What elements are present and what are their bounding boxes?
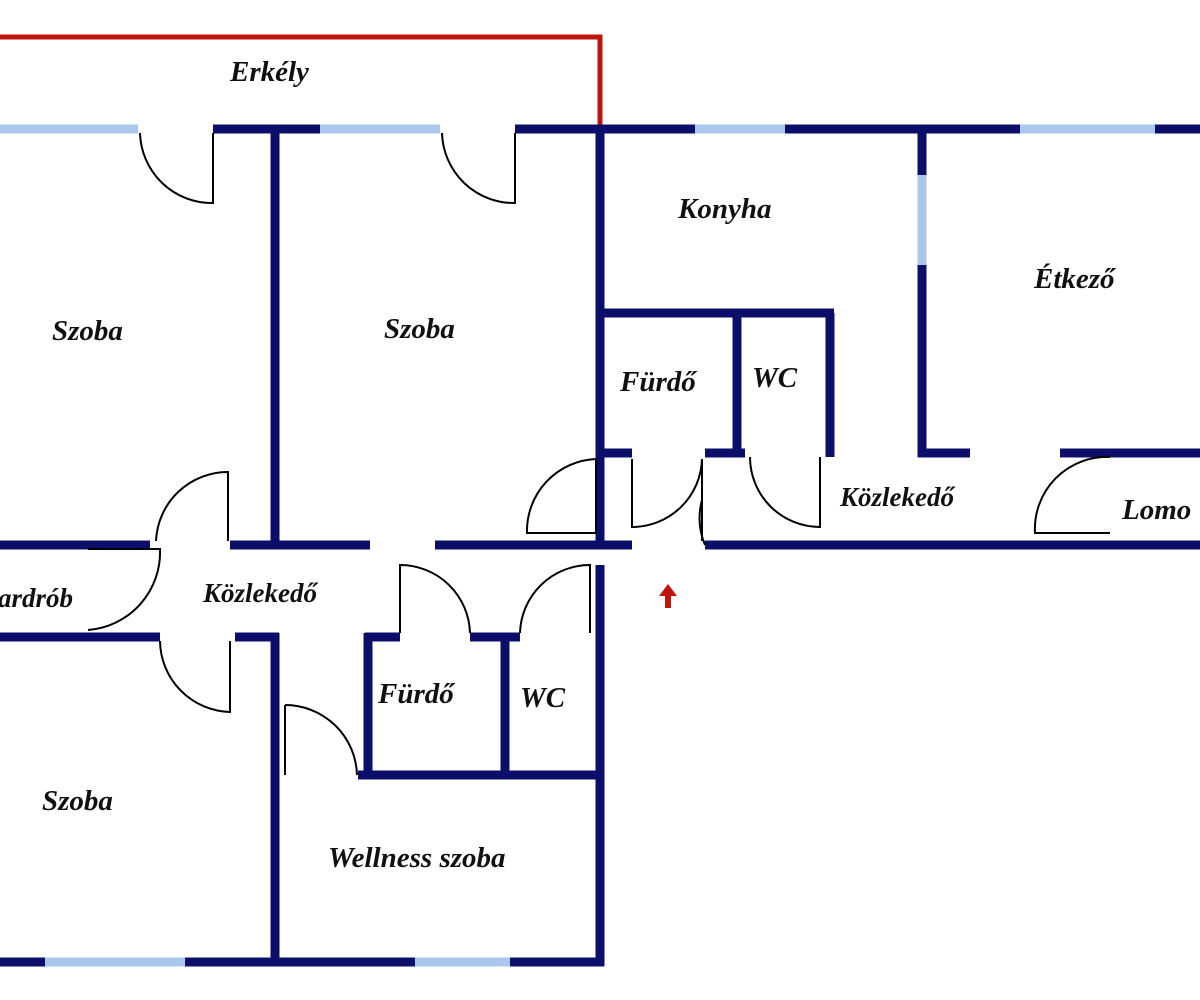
room-label-wellness: Wellness szoba [328, 842, 506, 874]
windows [0, 124, 1155, 967]
room-label-kitchen: Konyha [678, 193, 772, 225]
room-label-storage: Lomo [1122, 494, 1192, 526]
room-label-wc: WC [520, 682, 566, 714]
room-label-bathroom: Fürdő [620, 366, 696, 398]
room-label-wardrobe: ardrób [0, 583, 74, 613]
room-label-bathroom: Fürdő [378, 678, 454, 710]
doors [87, 132, 1111, 776]
room-label-hallway: Közlekedő [840, 482, 954, 512]
room-label-room: Szoba [384, 313, 455, 345]
room-label-room: Szoba [52, 315, 123, 347]
room-label-hallway: Közlekedő [203, 578, 317, 608]
walls [0, 124, 1200, 967]
room-label-balcony: Erkély [230, 56, 309, 88]
room-label-dining: Étkező [1034, 263, 1115, 295]
room-label-room: Szoba [42, 785, 113, 817]
entrance-arrow-icon [659, 584, 677, 608]
balcony-edge [0, 34, 603, 125]
room-label-wc: WC [752, 362, 798, 394]
